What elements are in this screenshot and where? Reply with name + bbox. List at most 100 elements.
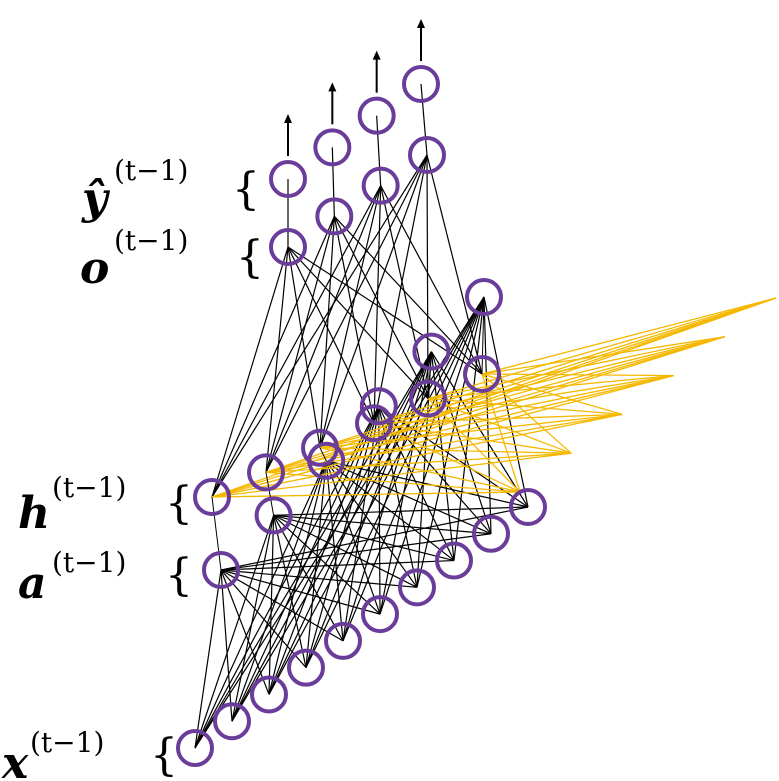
input-to-hidden-edge: [194, 515, 275, 749]
label-y-hat-superscript: (t−1): [114, 154, 188, 187]
input-to-hidden-edge: [231, 460, 327, 722]
input-to-hidden-edge: [273, 514, 381, 615]
layer-links: [211, 83, 485, 571]
brace-icon: {: [165, 550, 193, 601]
arrow-up-icon: [284, 114, 292, 123]
neurons: [176, 65, 547, 767]
input-node: [398, 568, 436, 607]
hidden-to-output-edge: [265, 185, 382, 473]
hidden-to-output-edge: [426, 154, 483, 375]
recurrent-edge: [481, 373, 572, 454]
brace-icon: {: [236, 232, 264, 283]
hidden-to-output-edge: [287, 246, 429, 400]
input-to-hidden-edge: [326, 460, 529, 508]
hidden-to-output-edge: [333, 216, 375, 424]
input-node: [287, 648, 325, 687]
recurrent-edge: [427, 398, 521, 493]
preactivation-node: [254, 496, 293, 535]
hidden-to-output-edge: [287, 246, 483, 375]
input-to-hidden-edge: [325, 460, 344, 641]
recurrent-edge: [481, 373, 521, 493]
hidden-to-output-edge: [287, 246, 321, 448]
hidden-to-output-edge: [287, 246, 375, 424]
hidden-to-output-edge: [373, 154, 428, 424]
recurrent-edge: [373, 422, 572, 454]
input-to-hidden-edge: [268, 296, 485, 695]
recurrent-edge: [427, 374, 674, 400]
label-x-symbol: x: [1, 738, 29, 781]
recurrent-edge: [211, 297, 777, 498]
input-to-hidden-edge: [231, 405, 380, 722]
recurrent-edge: [211, 491, 521, 498]
input-to-hidden-edge: [220, 533, 492, 571]
arrow-up-icon: [328, 82, 337, 92]
input-to-hidden-edge: [268, 515, 275, 695]
prediction-node: [269, 160, 307, 198]
input-to-hidden-edge: [220, 569, 307, 669]
input-to-hidden-edge: [273, 514, 418, 588]
activation-link: [481, 296, 485, 375]
input-node: [324, 621, 362, 660]
recurrent-edge: [481, 373, 674, 377]
hidden-node: [409, 379, 447, 418]
hidden-to-output-edge: [319, 216, 335, 448]
recurrent-edge: [481, 297, 777, 375]
recurrent-edge: [319, 447, 572, 454]
input-node: [213, 702, 251, 741]
hidden-node: [247, 453, 285, 492]
input-to-hidden-edge: [220, 569, 344, 642]
output-logit-node: [269, 228, 307, 266]
recurrent-edge: [427, 397, 572, 454]
input-to-hidden-edge: [220, 569, 270, 695]
arrow-up-icon: [372, 50, 381, 60]
input-to-hidden-edge: [268, 351, 432, 695]
hidden-node: [355, 404, 393, 443]
recurrent-edge: [481, 336, 725, 375]
hidden-to-output-edge: [211, 185, 382, 498]
arrow-up-icon: [417, 19, 425, 28]
hidden-to-output-edge: [211, 216, 335, 498]
input-to-hidden-edge: [273, 515, 307, 668]
label-a-symbol: a: [18, 558, 47, 609]
label-y-hat: ŷ (t−1) {: [81, 154, 260, 224]
input-to-hidden-edge: [325, 460, 455, 562]
recurrent-edge: [373, 422, 521, 493]
output-logit-node: [361, 166, 400, 205]
hidden-to-output-edge: [265, 246, 289, 473]
brace-icon: {: [165, 478, 193, 529]
prediction-node: [313, 128, 352, 167]
label-o-superscript: (t−1): [114, 224, 188, 257]
input-node: [250, 675, 288, 714]
activation-link: [265, 472, 275, 516]
brace-icon: {: [232, 164, 260, 215]
hidden-to-output-edge: [333, 215, 483, 375]
input-to-hidden-edge: [325, 460, 381, 615]
recurrent-edge: [373, 297, 777, 424]
input-to-hidden-edge: [273, 506, 529, 516]
input-to-hidden-edge: [483, 296, 492, 534]
recurrent-edge: [211, 374, 674, 498]
hidden-to-output-edge: [211, 246, 289, 498]
input-to-hidden-edge: [220, 559, 455, 571]
recurrent-edge: [319, 413, 623, 449]
input-to-hidden-edge: [194, 460, 327, 749]
input-to-hidden-edge: [273, 514, 492, 535]
input-to-hidden-edge: [220, 569, 233, 722]
input-to-hidden-edge: [268, 460, 327, 695]
recurrent-edge: [427, 397, 623, 416]
hidden-to-output-edge: [426, 154, 429, 399]
preactivation-node: [359, 387, 398, 426]
activation-link: [373, 406, 380, 424]
input-to-hidden-edge: [231, 351, 432, 722]
output-link: [420, 83, 428, 156]
hidden-to-output-edge: [319, 154, 428, 449]
activation-link: [427, 351, 432, 399]
hidden-to-output-edge: [265, 216, 335, 473]
label-x: x (t−1) {: [1, 726, 178, 781]
recurrent-edge: [481, 373, 623, 416]
input-to-hidden-edge: [220, 569, 381, 615]
output-logit-node: [315, 197, 354, 236]
input-to-hidden-edge: [342, 406, 380, 641]
preactivation-node: [412, 332, 451, 371]
